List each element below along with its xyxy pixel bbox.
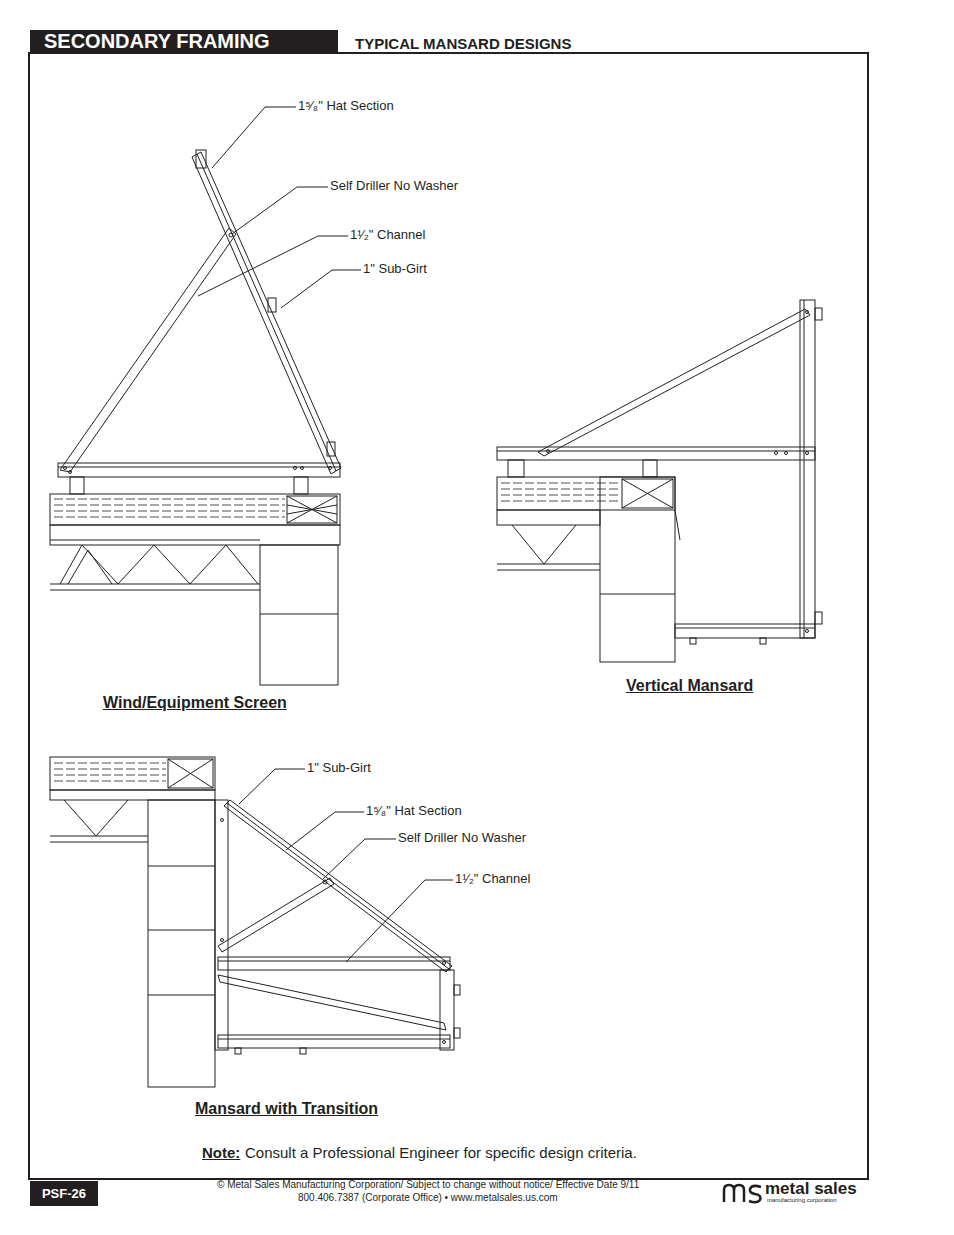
callout-label: 1" Sub-Girt (363, 262, 427, 277)
logo-mark (724, 1185, 761, 1202)
note-text: Consult a Professional Engineer for spec… (245, 1144, 637, 1161)
callout-label: Self Driller No Washer (398, 831, 526, 846)
callout-label: Self Driller No Washer (330, 179, 458, 194)
callout-label: 1⁵⁄₈" Hat Section (298, 99, 394, 114)
figure-caption: Wind/Equipment Screen (103, 694, 287, 712)
page-title: TYPICAL MANSARD DESIGNS (355, 35, 571, 52)
callout-label: 1¹⁄₂" Channel (455, 872, 530, 887)
page-frame (29, 53, 868, 1179)
page-number-box: PSF-26 (30, 1181, 98, 1206)
node-text: SECONDARY FRAMING (44, 30, 270, 53)
header-band: SECONDARY FRAMING (30, 30, 338, 53)
callout-label: 1⁵⁄₈" Hat Section (366, 804, 462, 819)
contact-text: 800.406.7387 (Corporate Office) • www.me… (298, 1192, 558, 1204)
node-text: PSF-26 (42, 1186, 86, 1201)
copyright-text: © Metal Sales Manufacturing Corporation/… (217, 1179, 639, 1191)
brand-subtitle: manufacturing corporation (767, 1197, 837, 1204)
figure-caption: Mansard with Transition (195, 1100, 378, 1118)
figure-caption: Vertical Mansard (626, 677, 753, 695)
wind-screen-drawing (50, 107, 361, 685)
vertical-mansard-drawing (497, 300, 822, 662)
callout-label: 1¹⁄₂" Channel (350, 228, 425, 243)
callout-label: 1" Sub-Girt (307, 761, 371, 776)
note-heading: Note: (202, 1144, 240, 1161)
brand-name: metal sales (765, 1179, 857, 1199)
